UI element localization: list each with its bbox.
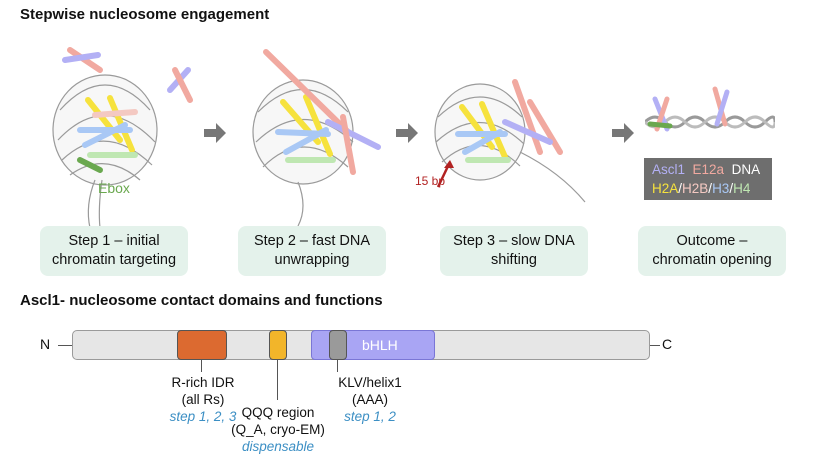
bottom-title: Ascl1- nucleosome contact domains and fu…	[20, 292, 383, 309]
qqq-title: QQQ region	[241, 405, 315, 420]
r-rich-detail: (all Rs)	[181, 392, 225, 407]
step-box-3: Step 3 – slow DNA shifting	[440, 226, 588, 276]
arrow-3	[612, 123, 634, 143]
outcome-dna	[645, 86, 775, 132]
legend-dna: DNA	[731, 162, 761, 177]
protein-bar: bHLH	[72, 330, 650, 360]
nucleosome-step2	[252, 49, 381, 227]
klv-leader	[337, 360, 338, 372]
step-3-line1: Step 3 – slow DNA	[453, 233, 575, 249]
legend-sep: /	[729, 181, 734, 196]
qqq-domain	[269, 330, 287, 360]
nucleosome-step3	[434, 79, 586, 203]
r-rich-annotation: R-rich IDR (all Rs) step 1, 2, 3	[128, 374, 278, 425]
step-1-line1: Step 1 – initial	[68, 233, 160, 249]
ebox-label: Ebox	[98, 180, 130, 196]
step-box-2: Step 2 – fast DNA unwrapping	[238, 226, 386, 276]
legend-h2b: H2B	[682, 181, 709, 196]
n-terminus-line	[58, 345, 72, 346]
klv-steps: step 1, 2	[344, 409, 396, 424]
qqq-status: dispensable	[241, 439, 315, 454]
legend-e12a: E12a	[692, 162, 725, 177]
shift-label: 15 bp	[415, 174, 446, 188]
qqq-detail: (Q_A, cryo-EM)	[231, 422, 325, 437]
klv-domain	[329, 330, 347, 360]
outcome-box: Outcome – chromatin opening	[638, 226, 786, 276]
legend-h3: H3	[712, 181, 730, 196]
legend-h2a: H2A	[652, 181, 679, 196]
nucleosome-step1: Ebox	[52, 47, 193, 229]
legend-sep: /	[708, 181, 713, 196]
c-terminus-label: C	[662, 336, 673, 352]
klv-title: KLV/helix1	[338, 375, 402, 390]
c-terminus-line	[650, 345, 660, 346]
arrow-2	[396, 123, 418, 143]
r-rich-title: R-rich IDR	[171, 375, 235, 390]
legend-ascl1: Ascl1	[652, 162, 686, 177]
klv-detail: (AAA)	[351, 392, 388, 407]
r-rich-steps: step 1, 2, 3	[169, 409, 237, 424]
qqq-leader	[277, 360, 278, 400]
step-3-line2: shifting	[491, 252, 537, 268]
step-box-1: Step 1 – initial chromatin targeting	[40, 226, 188, 276]
step-2-line2: unwrapping	[274, 252, 350, 268]
r-rich-domain	[177, 330, 227, 360]
legend-h4: H4	[733, 181, 751, 196]
top-title: Stepwise nucleosome engagement	[20, 6, 270, 23]
outcome-line1: Outcome –	[676, 233, 748, 249]
color-legend: Ascl1 E12a DNA H2A/H2B/H3/H4	[644, 158, 772, 200]
qqq-annotation: QQQ region (Q_A, cryo-EM) dispensable	[198, 404, 358, 455]
step-1-line2: chromatin targeting	[51, 252, 177, 268]
r-rich-leader	[201, 360, 202, 372]
bhlh-label: bHLH	[362, 337, 398, 353]
outcome-line2: chromatin opening	[652, 252, 772, 268]
klv-annotation: KLV/helix1 (AAA) step 1, 2	[300, 374, 440, 425]
n-terminus-label: N	[40, 336, 51, 352]
legend-sep: /	[678, 181, 683, 196]
arrow-1	[204, 123, 226, 143]
step-2-line1: Step 2 – fast DNA	[253, 233, 371, 249]
